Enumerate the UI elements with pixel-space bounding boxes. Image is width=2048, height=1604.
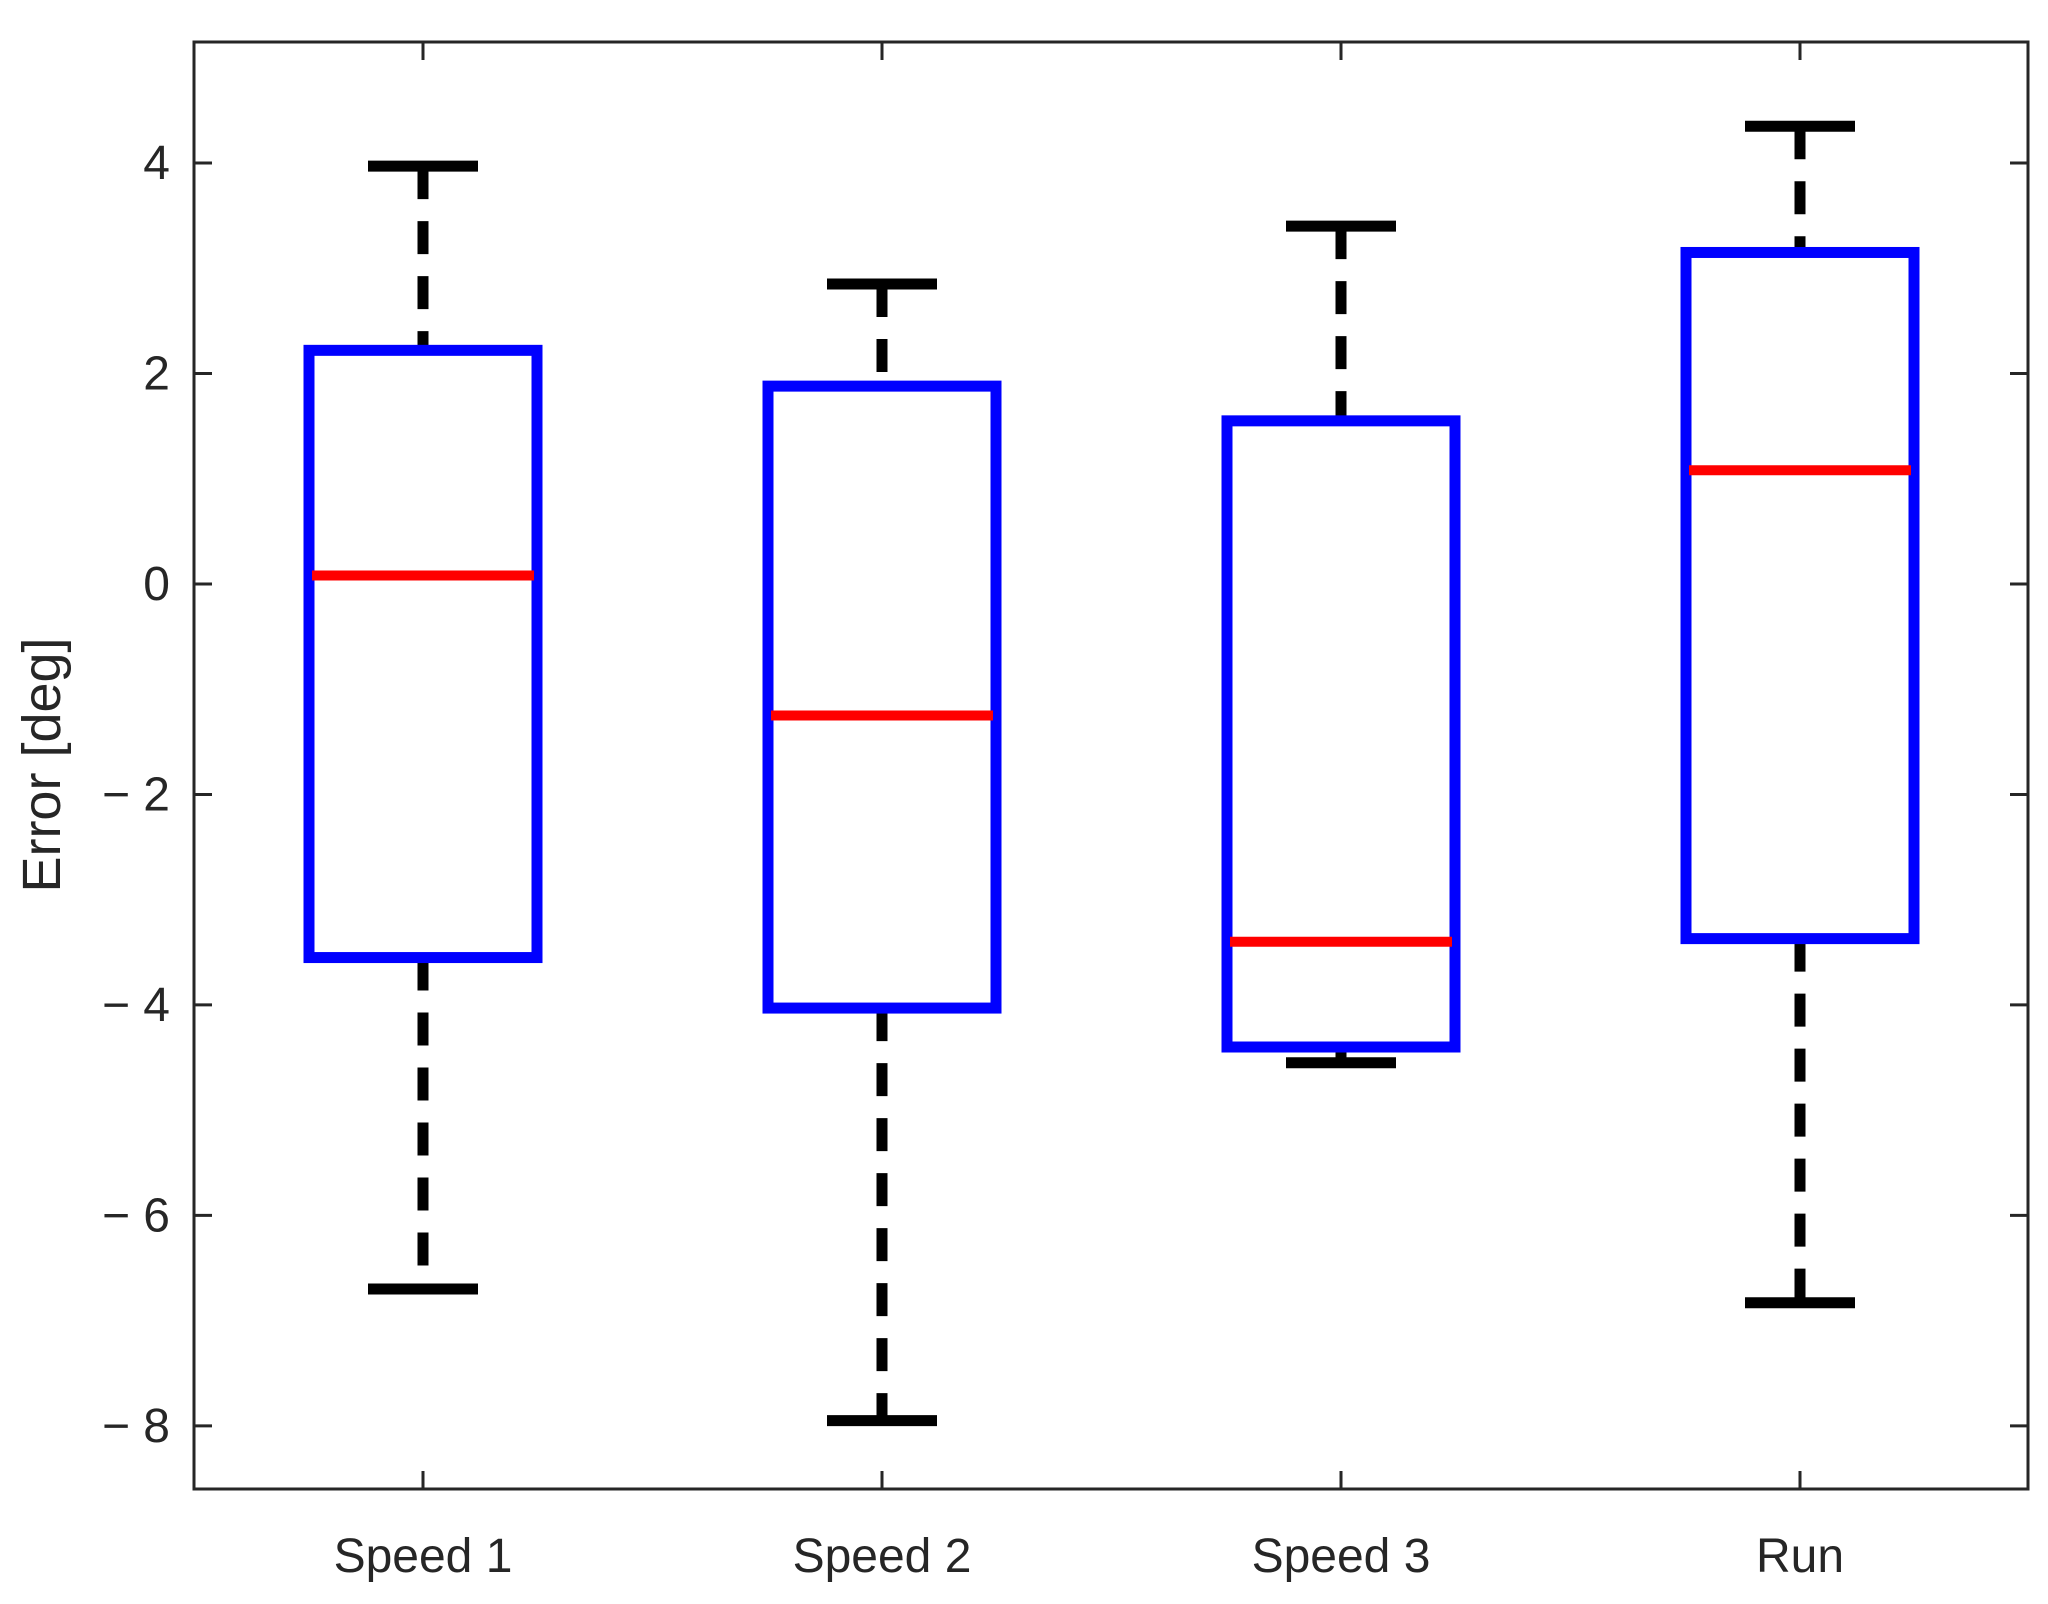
x-axis-ticks: Speed 1 Speed 2 Speed 3 Run (334, 42, 1844, 1583)
y-tick-label: − 4 (102, 979, 170, 1032)
box-speed-1 (303, 160, 543, 1295)
box-iqr (1680, 246, 1920, 945)
y-tick-label: 2 (143, 347, 170, 400)
x-tick-label: Run (1756, 1530, 1844, 1583)
plot-area (303, 120, 1920, 1427)
box-speed-3 (1221, 220, 1461, 1069)
y-axis-label: Error [deg] (12, 637, 72, 892)
y-tick-label: − 8 (102, 1400, 170, 1453)
axes-frame (192, 40, 2030, 1491)
x-tick-label: Speed 3 (1252, 1530, 1431, 1583)
box-run (1680, 120, 1920, 1309)
y-tick-label: − 2 (102, 768, 170, 821)
box-speed-2 (762, 278, 1002, 1427)
y-tick-label: 4 (143, 137, 170, 190)
box-iqr (1221, 415, 1461, 1053)
box-iqr (303, 344, 543, 964)
y-tick-label: 0 (143, 558, 170, 611)
x-tick-label: Speed 2 (793, 1530, 972, 1583)
y-tick-label: − 6 (102, 1189, 170, 1242)
box-iqr (762, 380, 1002, 1014)
y-axis-ticks: 4 2 0 − 2 − 4 − 6 − 8 (102, 137, 2028, 1453)
x-tick-label: Speed 1 (334, 1530, 513, 1583)
